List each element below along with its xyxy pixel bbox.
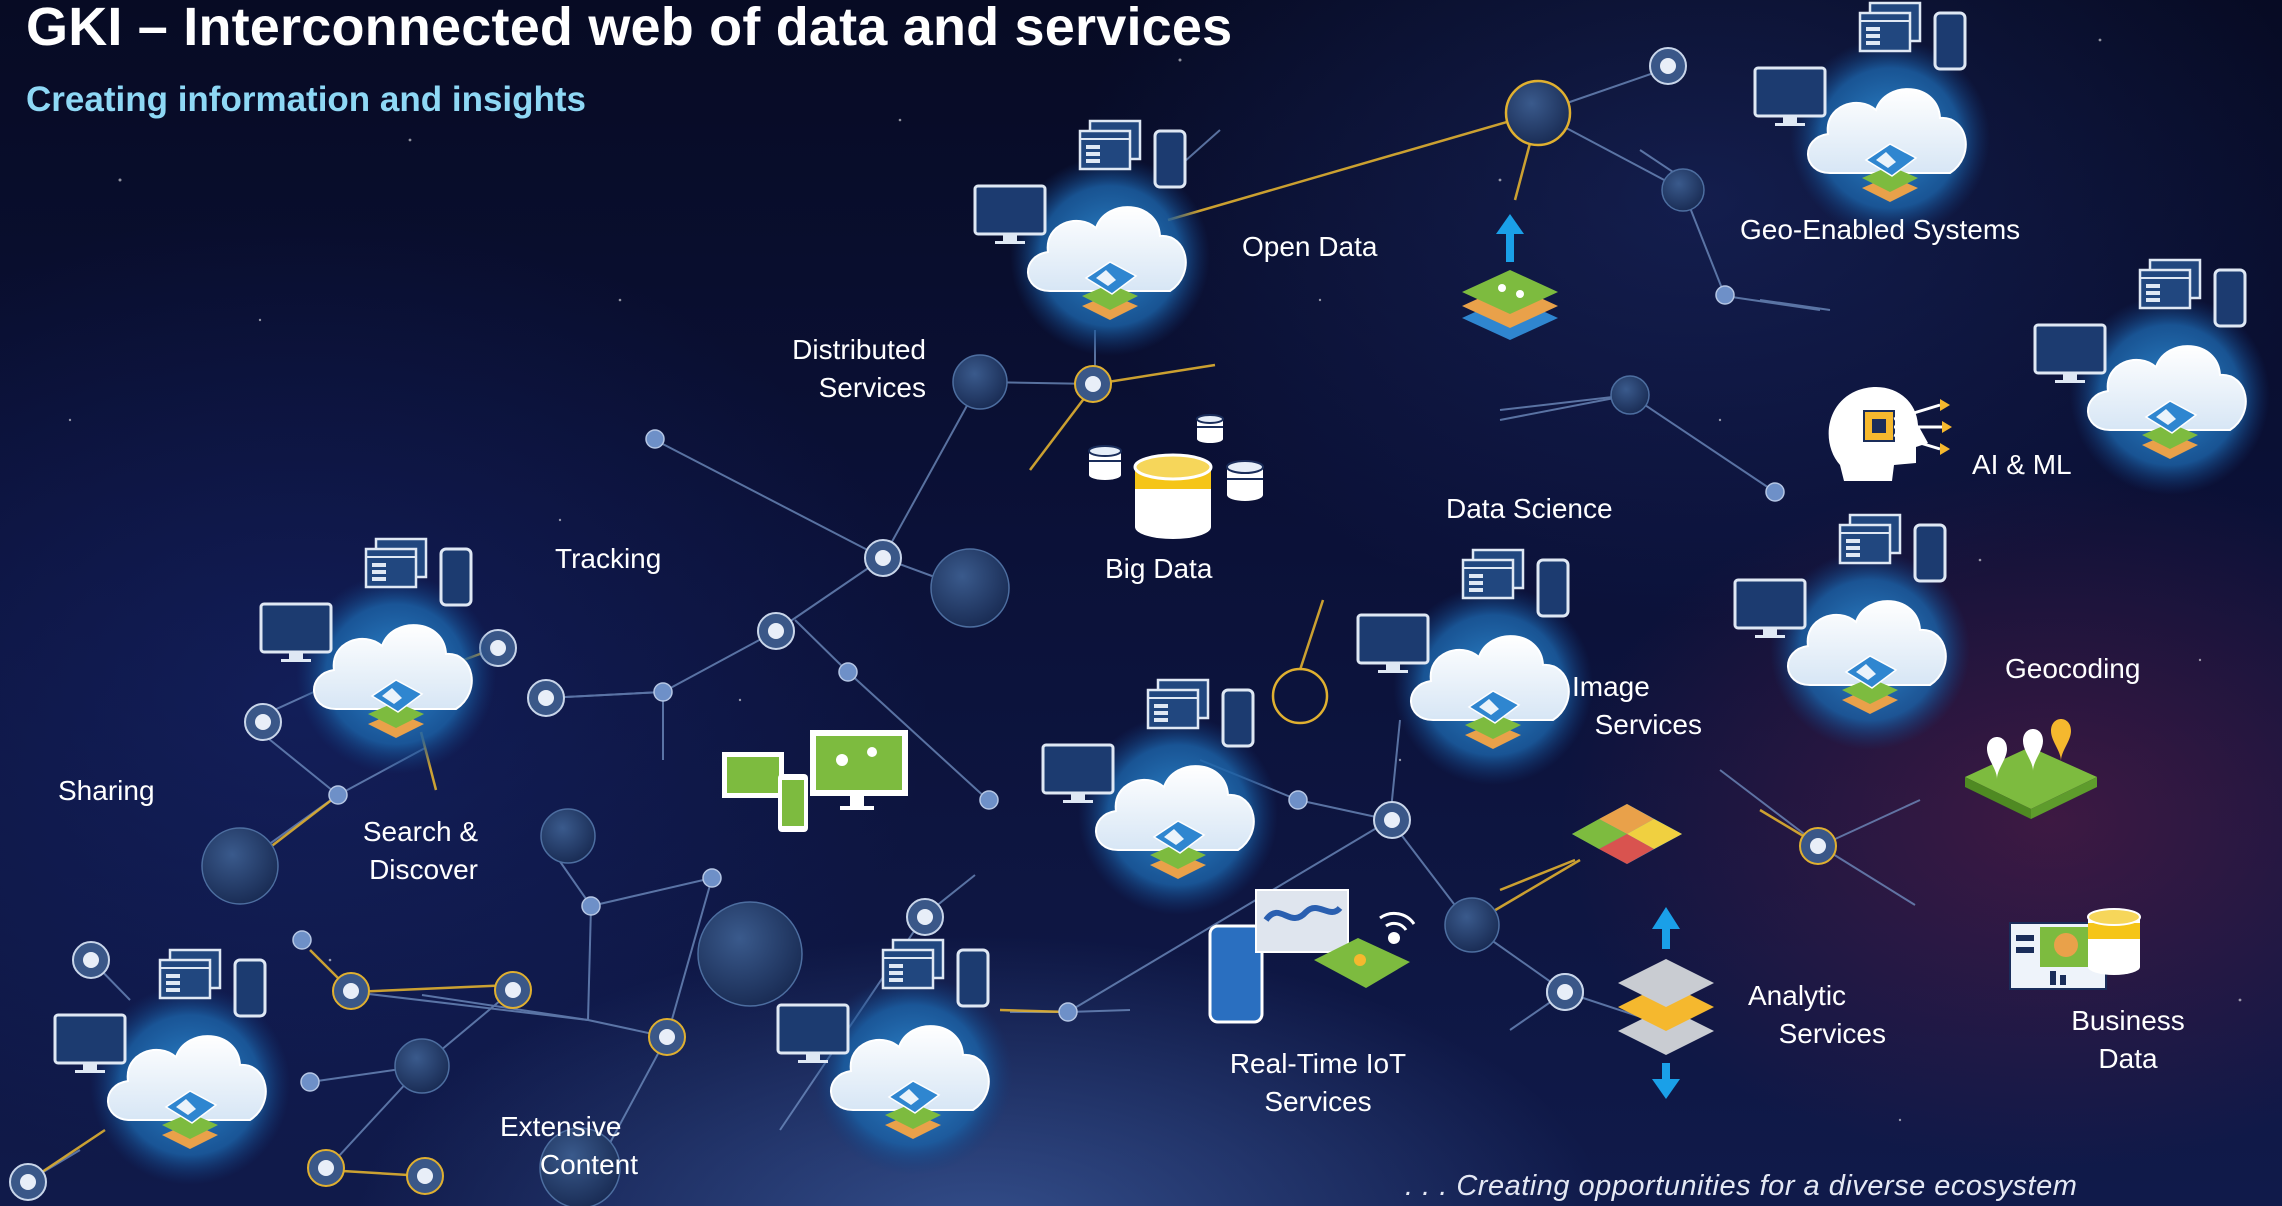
ring-node [72,941,110,979]
ring-node [648,1018,686,1056]
network-nodes [201,79,1705,1206]
star-field [68,38,2242,1122]
label-real-time-iot: Real-Time IoT Services [1218,1045,1418,1121]
cloud-hub-icon [53,948,292,1187]
cloud-hub-icon [1041,678,1280,917]
label-line: Data [2098,1043,2158,1074]
label-distributed-services: Distributed Services [780,331,926,407]
node [1610,375,1650,415]
ring-node [9,1163,47,1201]
node [1504,79,1572,147]
page-title: GKI – Interconnected web of data and ser… [26,0,1233,57]
label-line: Discover [369,854,478,885]
cloud-hub-icon [973,119,1212,358]
footer-tagline: . . . Creating opportunities for a diver… [1405,1170,2078,1202]
label-line: Real-Time IoT [1229,1048,1407,1079]
label-sharing: Sharing [58,775,155,806]
devices-map-icon [722,730,908,832]
mosaic-tile-icon [1572,804,1682,864]
iot-devices-icon [1208,889,1416,1024]
ring-node [864,539,902,577]
label-geo-enabled-systems: Geo-Enabled Systems [1740,214,2021,245]
ring-node [906,898,944,936]
label-line: Distributed [792,334,926,365]
page-subtitle: Creating information and insights [26,80,587,119]
ring-node [307,1149,345,1187]
ring-node [1546,973,1584,1011]
label-ai-ml: AI & ML [1972,449,2072,480]
analytic-layers-icon [1618,907,1714,1099]
label-business-data: Business Data [2062,1002,2194,1078]
label-tracking: Tracking [555,543,662,574]
label-geocoding: Geocoding [2005,653,2141,684]
node [1444,897,1500,953]
ring-node [494,971,532,1009]
business-data-icon [2009,908,2141,990]
label-line: Services [818,372,926,403]
label-line: Content [539,1149,638,1180]
ring-node [406,1157,444,1195]
label-extensive-content: Extensive Content [500,1108,638,1184]
ring-node [1649,47,1687,85]
label-line: Extensive [500,1111,622,1142]
cloud-hub-icon [776,938,1015,1177]
label-line: Business [2071,1005,2185,1036]
node [930,548,1010,628]
ring-node [1799,827,1837,865]
label-image-services: Image Services [1572,668,1702,744]
label-open-data: Open Data [1242,231,1378,262]
node [952,354,1008,410]
cloud-hub-icon [1733,513,1972,752]
node [697,901,803,1007]
cloud-hub-icon [1753,1,1992,240]
node [540,808,596,864]
label-search-discover: Search & Discover [340,813,478,889]
label-line: Image [1572,671,1650,702]
cloud-hub-icon [1356,548,1595,787]
node [539,1127,621,1206]
cloud-hub-icon [259,537,498,776]
node [394,1038,450,1094]
label-line: Services [1264,1086,1372,1117]
label-analytic-services: Analytic Services [1748,977,1886,1053]
node [1271,667,1329,725]
ring-node [1074,365,1112,403]
label-line: Analytic [1748,980,1847,1011]
label-line: Services [1594,709,1702,740]
ring-node [1373,801,1411,839]
label-data-science: Data Science [1446,493,1613,524]
dot-nodes [292,285,1785,1092]
label-line: Search & [362,816,478,847]
ring-node [527,679,565,717]
ring-node [332,972,370,1010]
map-layers-icon [1462,214,1558,340]
ring-node [757,612,795,650]
database-icon [1088,414,1264,539]
ai-head-icon [1828,386,1952,481]
ring-nodes [9,47,1837,1201]
node [1661,168,1705,212]
label-line: Services [1778,1018,1886,1049]
label-big-data: Big Data [1105,553,1213,584]
node [201,827,279,905]
ring-node [244,703,282,741]
geocoding-pins-icon [1965,719,2097,819]
